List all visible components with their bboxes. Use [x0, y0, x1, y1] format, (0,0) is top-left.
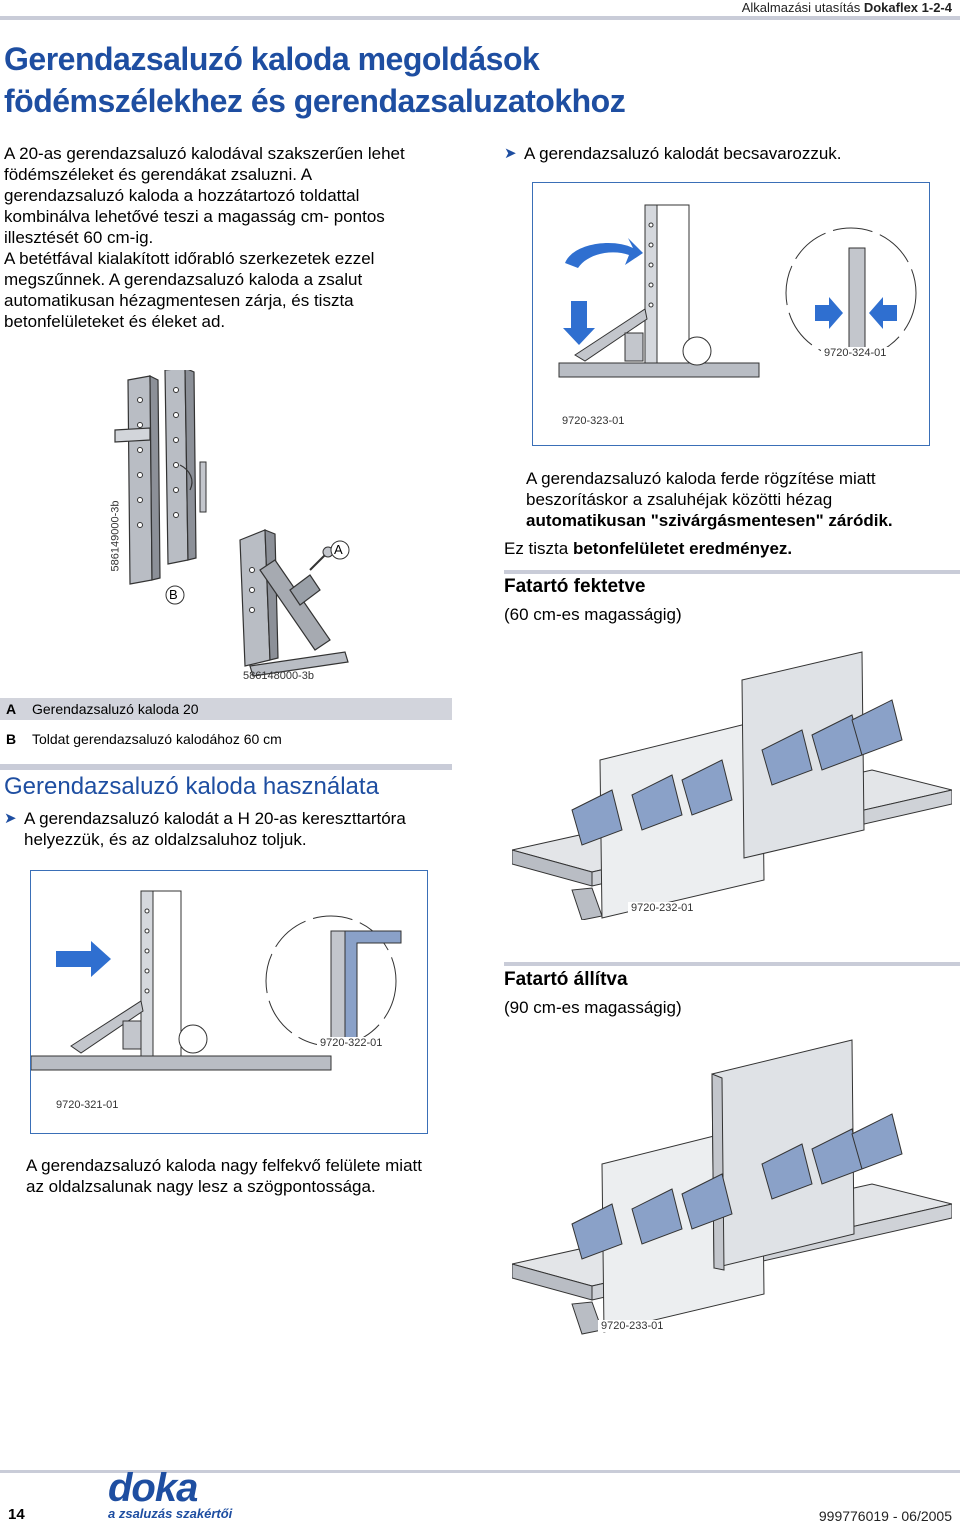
- figure-code: 9720-321-01: [53, 1099, 122, 1111]
- header-rule: [0, 16, 960, 20]
- fatarto-2-subtitle: (90 cm-es magasságig): [504, 998, 682, 1017]
- paragraph-line: beszorításkor a zsaluhéjak közötti hézag: [526, 490, 833, 509]
- figure-code: 9720-324-01: [821, 347, 890, 359]
- intro-line: A betétfával kialakított időrabló szerke…: [4, 249, 375, 268]
- logo-wordmark: doka: [108, 1466, 198, 1510]
- intro-line: kombinálva lehetővé teszi a magasság cm-…: [4, 207, 385, 226]
- figure-code: 9720-323-01: [559, 415, 628, 427]
- arrow-icon: ➤: [504, 145, 517, 162]
- step-1-text: A gerendazsaluzó kalodát a H 20-as keres…: [24, 808, 406, 850]
- right-paragraph-2: Ez tiszta betonfelületet eredményez.: [504, 538, 792, 559]
- beam-formwork-lying-figure: 9720-232-01: [512, 640, 952, 920]
- figure-placement: 9720-322-01 9720-321-01: [30, 870, 428, 1134]
- subsection-rule: [504, 962, 960, 966]
- intro-line: A 20-as gerendazsaluzó kalodával szaksze…: [4, 144, 405, 163]
- fatarto-1-subtitle: (60 cm-es magasságig): [504, 605, 682, 624]
- intro-line: gerendazsaluzó kaloda a hozzátartozó tol…: [4, 186, 360, 205]
- beam-formwork-standing-illustration: [512, 1039, 952, 1335]
- arrow-icon: ➤: [4, 810, 17, 827]
- legend-key: A: [6, 701, 17, 717]
- product-figure: B A 586149000-3b 586148000-3b: [109, 370, 460, 690]
- fatarto-2-title: Fatartó állítva: [504, 969, 628, 990]
- intro-line: illesztését 60 cm-ig.: [4, 228, 154, 247]
- paragraph-line: A gerendazsaluzó kaloda ferde rögzítése …: [526, 469, 876, 488]
- fatarto-1-title: Fatartó fektetve: [504, 576, 646, 597]
- note-paragraph: A gerendazsaluzó kaloda nagy felfekvő fe…: [26, 1155, 466, 1197]
- doc-prefix: Alkalmazási utasítás: [741, 0, 861, 15]
- paragraph-prefix: Ez tiszta: [504, 539, 573, 558]
- legend: A Gerendazsaluzó kaloda 20 B Toldat gere…: [0, 698, 452, 750]
- beam-formwork-standing-figure: 9720-233-01: [512, 1034, 952, 1344]
- legend-text: Gerendazsaluzó kaloda 20: [32, 701, 199, 717]
- page-title: Gerendazsaluzó kaloda megoldások födémsz…: [4, 38, 626, 122]
- figure-screwing: 9720-324-01 9720-323-01: [532, 182, 930, 446]
- product-illustration: [114, 370, 350, 677]
- doka-logo: doka a zsaluzás szakértői: [108, 1466, 233, 1521]
- legend-text: Toldat gerendazsaluzó kalodához 60 cm: [32, 731, 282, 747]
- doc-number: 999776019 - 06/2005: [818, 1508, 952, 1524]
- figure-code: 9720-232-01: [628, 902, 697, 914]
- footer-rule: [0, 1470, 960, 1473]
- figure-code-1: 586149000-3b: [109, 500, 122, 572]
- intro-line: födémszéleket és gerendákat zsaluzni. A: [4, 165, 313, 184]
- note-line: A gerendazsaluzó kaloda nagy felfekvő fe…: [26, 1156, 422, 1175]
- section-rule: [0, 764, 452, 770]
- step-2: ➤ A gerendazsaluzó kalodát becsavarozzuk…: [504, 143, 954, 164]
- section-title: Gerendazsaluzó kaloda használata: [4, 773, 379, 800]
- label-a: A: [334, 542, 343, 557]
- step-2-text: A gerendazsaluzó kalodát becsavarozzuk.: [524, 144, 842, 163]
- legend-row: A Gerendazsaluzó kaloda 20: [0, 698, 452, 720]
- page-title-line1: Gerendazsaluzó kaloda megoldások: [4, 41, 540, 77]
- intro-paragraph: A 20-as gerendazsaluzó kalodával szaksze…: [4, 143, 464, 332]
- step-2-row: ➤ A gerendazsaluzó kalodát becsavarozzuk…: [504, 143, 954, 164]
- legend-row: B Toldat gerendazsaluzó kalodához 60 cm: [0, 728, 452, 750]
- note-line: az oldalzsalunak nagy lesz a szögpontoss…: [26, 1177, 376, 1196]
- step-line: helyezzük, és az oldalzsaluhoz toljuk.: [24, 830, 307, 849]
- label-b: B: [169, 587, 178, 602]
- right-paragraph: A gerendazsaluzó kaloda ferde rögzítése …: [526, 468, 956, 531]
- subsection-rule: [504, 570, 960, 574]
- beam-formwork-lying-illustration: [512, 651, 952, 920]
- legend-key: B: [6, 731, 17, 747]
- step-1-row: ➤ A gerendazsaluzó kalodát a H 20-as ker…: [4, 808, 454, 850]
- document-header: Alkalmazási utasítás Dokaflex 1-2-4: [742, 0, 952, 15]
- paragraph-bold: betonfelületet eredményez.: [572, 539, 793, 558]
- intro-line: automatikusan hézagmentesen zárja, és ti…: [4, 291, 354, 310]
- page-title-line2: födémszélekhez és gerendazsaluzatokhoz: [4, 83, 626, 119]
- logo-tagline: a zsaluzás szakértői: [108, 1506, 233, 1521]
- figure-code-2: 586148000-3b: [243, 670, 314, 682]
- screwing-illustration: [558, 204, 917, 378]
- page-number: 14: [8, 1506, 25, 1523]
- intro-line: megszűnnek. A gerendazsaluzó kaloda a zs…: [4, 270, 363, 289]
- step-1: ➤ A gerendazsaluzó kalodát a H 20-as ker…: [4, 808, 454, 850]
- placement-illustration: [31, 890, 402, 1071]
- doc-name: Dokaflex 1-2-4: [863, 0, 952, 15]
- step-line: A gerendazsaluzó kalodát a H 20-as keres…: [24, 809, 406, 828]
- figure-code: 9720-233-01: [598, 1320, 667, 1332]
- paragraph-line: automatikusan "szivárgásmentesen" záródi…: [526, 511, 893, 530]
- intro-line: betonfelületeket és éleket ad.: [4, 312, 226, 331]
- figure-code: 9720-322-01: [317, 1037, 386, 1049]
